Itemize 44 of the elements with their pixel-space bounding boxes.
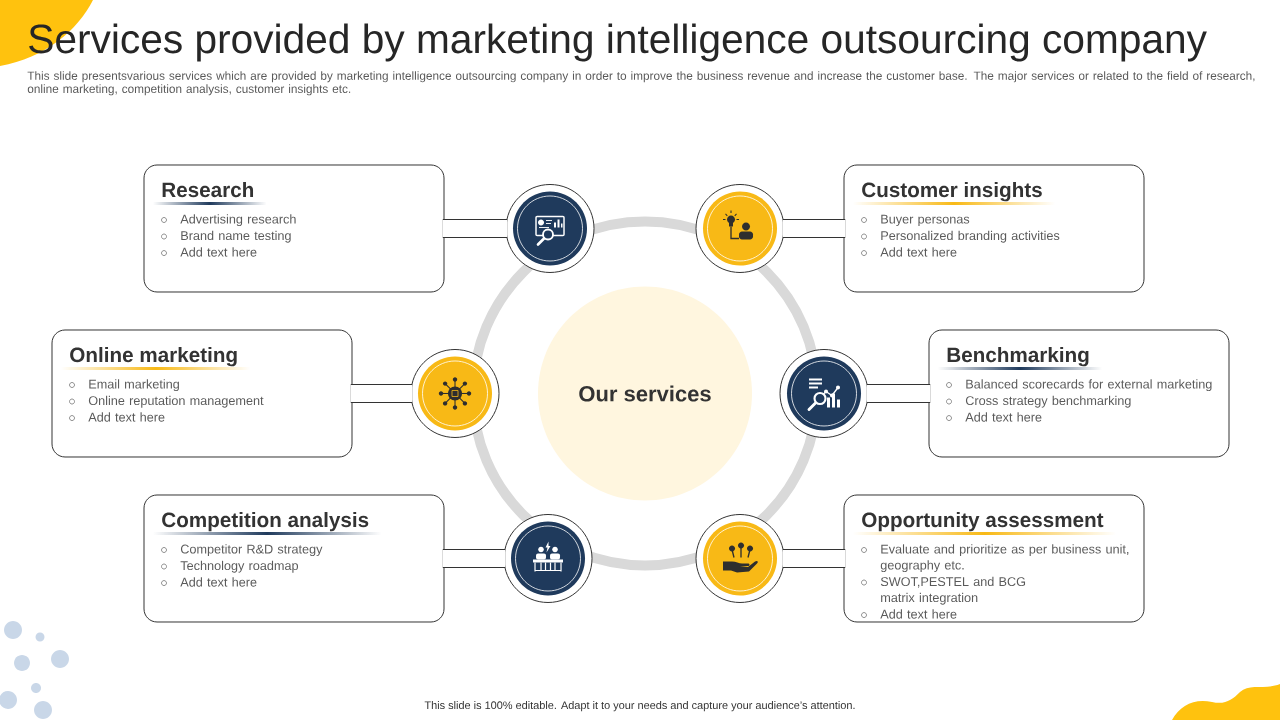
list-item: Online reputation management [88, 395, 264, 408]
list-item: Competitor R&D strategy [180, 544, 323, 557]
card-heading: Competition analysis [162, 512, 369, 532]
list-item: Add text here [180, 577, 257, 587]
card-heading: Online marketing [70, 347, 237, 367]
list-item: Buyer personas [881, 214, 970, 227]
list-item: Personalized branding activities [881, 230, 1060, 243]
connector [782, 548, 846, 569]
list-item: Email marketing [89, 379, 179, 392]
service-card [143, 164, 445, 293]
icon-circle [779, 349, 869, 438]
list-item: Add text here [880, 247, 957, 257]
card-heading: Customer insights [862, 182, 1042, 202]
service-card [843, 494, 1145, 623]
connector [350, 383, 413, 404]
connector [866, 383, 931, 404]
connector [442, 218, 508, 239]
list-item: Brand name testing [181, 230, 291, 243]
icon-circle [410, 349, 500, 438]
list-item: Add text here [88, 412, 165, 422]
list-item: Balanced scorecards for external marketing [966, 379, 1212, 392]
card-heading: Opportunity assessment [862, 512, 1104, 532]
list-item: Advertising research [180, 214, 296, 227]
icon-circle [695, 184, 785, 273]
icon-circle [695, 514, 785, 603]
list-item: Add text here [965, 412, 1042, 422]
list-item: Technology roadmap [180, 560, 299, 573]
footer-note: This slide is 100% editable. Adapt it to your needs and capture your audience’s attention. [424, 701, 855, 712]
icon-circle [503, 514, 593, 603]
connector [442, 548, 506, 569]
subtitle: This slide presentsvarious services which are provided by marketing intelligence outsourcing company in order to improve the business revenue and increase the customer base. The major services or related to the field of research, online marketing, competition analysis, customer insights etc. [27, 71, 1255, 96]
list-item: SWOT,PESTEL and BCG matrix integration [880, 576, 1026, 605]
icon-circle [505, 184, 595, 273]
card-heading: Benchmarking [947, 347, 1089, 367]
card-heading: Research [162, 182, 254, 198]
connector [782, 218, 846, 239]
service-card [51, 329, 353, 458]
list-item: Evaluate and prioritize as per business unit, geography etc. [880, 544, 1129, 573]
list-item: Add text here [880, 609, 957, 619]
service-card [143, 494, 445, 623]
list-item: Cross strategy benchmarking [965, 395, 1131, 408]
service-card [928, 329, 1230, 458]
service-card [843, 164, 1145, 293]
list-item: Add text here [180, 247, 257, 257]
